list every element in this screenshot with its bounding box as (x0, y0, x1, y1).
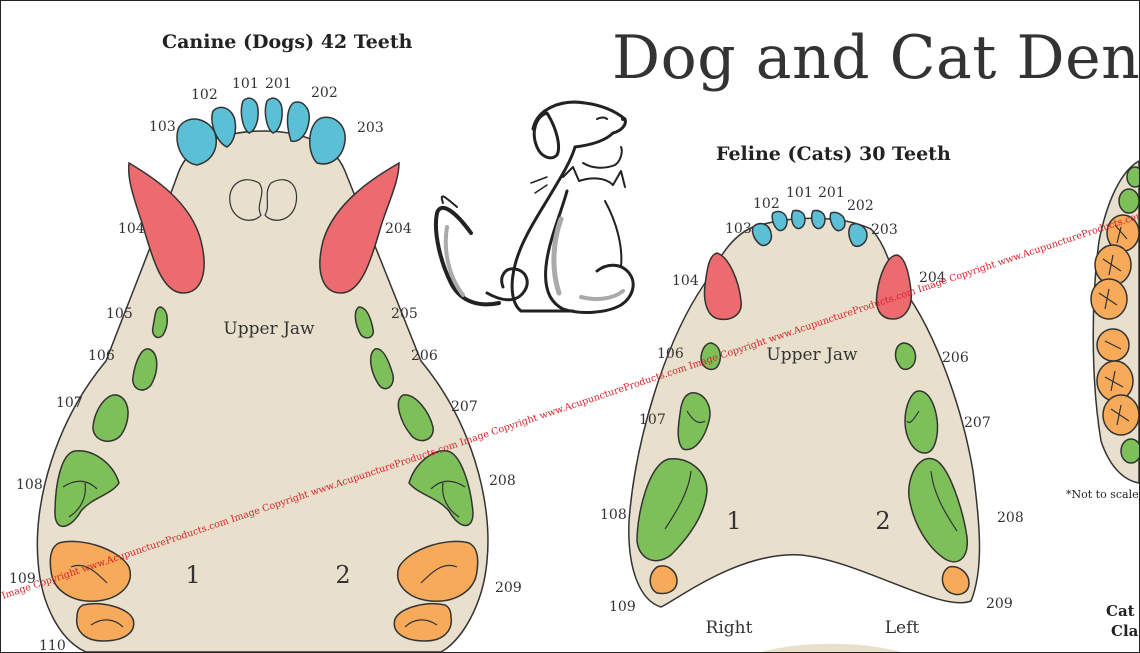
feline-tooth-102 (771, 210, 788, 232)
canine-tooth-209 (397, 540, 479, 602)
canine-quadrant-2: 2 (335, 561, 350, 589)
feline-tooth-201 (810, 209, 826, 230)
canine-tooth-101 (240, 97, 259, 134)
canine-tooth-202 (286, 101, 310, 143)
canine-tooth-205 (354, 306, 375, 339)
canine-label-201: 201 (265, 76, 292, 92)
cat-chart-tooth-green-1 (1126, 166, 1139, 188)
feline-quadrant-1: 1 (726, 507, 741, 535)
feline-tooth-103 (751, 222, 773, 247)
feline-tooth-208 (908, 457, 968, 563)
scale-note: *Not to scale (1066, 488, 1139, 501)
feline-tooth-101 (790, 209, 806, 230)
canine-label-209: 209 (495, 580, 522, 596)
feline-tooth-209 (941, 565, 970, 596)
canine-tooth-210 (393, 603, 453, 642)
canine-upper-jaw: Upper Jaw 1 2 101 102 103 104 105 106 10… (9, 76, 522, 652)
canine-label-104: 104 (118, 221, 145, 237)
canine-label-110: 110 (39, 638, 66, 652)
canine-label-105: 105 (106, 306, 133, 322)
canine-label-108: 108 (16, 477, 43, 493)
canine-label-203: 203 (357, 120, 384, 136)
canine-tooth-104 (127, 161, 205, 294)
feline-heading: Feline (Cats) 30 Teeth (716, 143, 951, 165)
cat-chart-partial (1090, 160, 1139, 484)
feline-tooth-207 (904, 390, 939, 454)
canine-label-208: 208 (489, 473, 516, 489)
canine-tooth-105 (151, 306, 168, 339)
canine-tooth-208 (408, 450, 474, 527)
feline-label-209: 209 (986, 596, 1013, 612)
canine-label-106: 106 (88, 348, 115, 364)
feline-tooth-202 (829, 211, 846, 232)
canine-tooth-206 (369, 348, 394, 390)
canine-label-204: 204 (385, 221, 412, 237)
feline-right-label: Right (706, 618, 753, 638)
canine-label-101: 101 (232, 76, 259, 92)
canine-tooth-204 (319, 161, 400, 294)
canine-papilla-right (264, 179, 298, 221)
cat-label-line1: Cat ( (1106, 602, 1139, 620)
feline-label-208: 208 (997, 510, 1024, 526)
feline-label-207: 207 (964, 415, 991, 431)
canine-label-207: 207 (451, 399, 478, 415)
feline-jaw-label: Upper Jaw (766, 345, 858, 365)
canine-tooth-102 (211, 106, 237, 148)
dog-cat-illustration (434, 100, 635, 314)
canine-tooth-107 (92, 394, 129, 442)
canine-tooth-106 (132, 348, 158, 391)
feline-label-104: 104 (672, 273, 699, 289)
canine-label-107: 107 (56, 395, 83, 411)
canine-tooth-103 (176, 118, 217, 166)
feline-label-201: 201 (818, 185, 845, 201)
feline-lower-arc (761, 643, 901, 652)
feline-left-label: Left (885, 618, 920, 638)
canine-label-205: 205 (391, 306, 418, 322)
feline-tooth-109 (649, 565, 678, 595)
feline-label-206: 206 (942, 350, 969, 366)
feline-label-204: 204 (919, 270, 946, 286)
cat-chart-label: Cat ( Clas (1106, 601, 1139, 641)
feline-tooth-107 (677, 392, 711, 451)
feline-label-109: 109 (609, 599, 636, 615)
canine-label-206: 206 (411, 348, 438, 364)
canine-label-109: 109 (9, 571, 36, 587)
feline-tooth-108 (636, 458, 708, 562)
canine-jaw-label: Upper Jaw (223, 319, 315, 339)
feline-label-107: 107 (639, 412, 666, 428)
cat-label-line2: Clas (1111, 622, 1139, 640)
feline-label-106: 106 (657, 346, 684, 362)
feline-tooth-106 (700, 342, 722, 371)
canine-quadrant-1: 1 (185, 561, 200, 589)
feline-label-203: 203 (871, 222, 898, 238)
feline-label-102: 102 (753, 196, 780, 212)
feline-tooth-206 (894, 342, 917, 371)
feline-label-202: 202 (847, 198, 874, 214)
canine-tooth-203 (309, 116, 346, 165)
feline-label-101: 101 (786, 185, 813, 201)
canine-tooth-110 (75, 603, 135, 642)
canine-tooth-207 (397, 394, 434, 442)
feline-label-108: 108 (600, 507, 627, 523)
feline-tooth-104 (703, 252, 742, 321)
canine-heading: Canine (Dogs) 42 Teeth (162, 31, 413, 53)
canine-label-202: 202 (311, 85, 338, 101)
page-title: Dog and Cat Dental C (612, 23, 1140, 93)
canine-tooth-109 (49, 540, 131, 602)
canine-tooth-201 (264, 97, 283, 134)
feline-label-103: 103 (725, 221, 752, 237)
canine-tooth-108 (54, 450, 120, 527)
cat-chart-tooth-green-3 (1120, 438, 1139, 464)
cat-chart-tooth-orange-5 (1096, 360, 1134, 402)
canine-papilla-left (229, 179, 263, 221)
feline-tooth-203 (848, 223, 868, 247)
feline-upper-jaw: Upper Jaw 1 2 Right Left 101 102 103 104… (600, 185, 1024, 638)
feline-tooth-204 (875, 254, 913, 320)
canine-label-103: 103 (149, 119, 176, 135)
cat-chart-tooth-green-2 (1118, 188, 1139, 214)
canine-label-102: 102 (191, 87, 218, 103)
feline-quadrant-2: 2 (875, 507, 890, 535)
